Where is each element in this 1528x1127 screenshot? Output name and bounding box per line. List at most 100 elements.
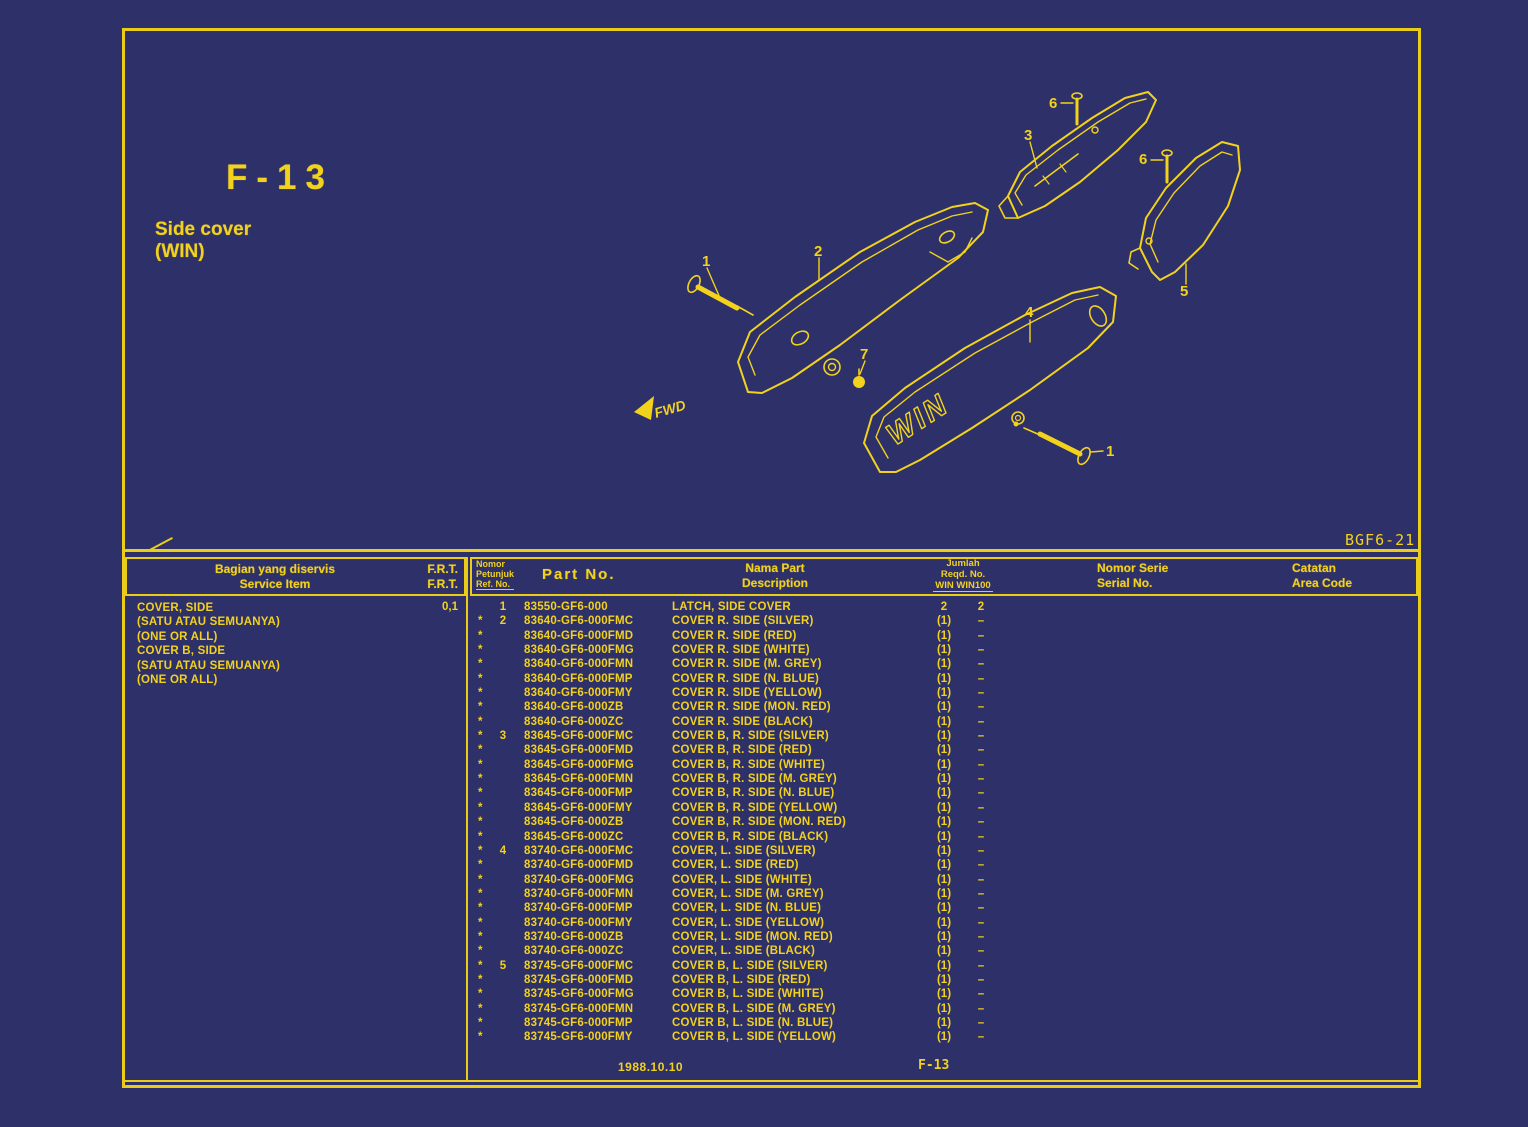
part-row-part: 83740-GF6-000FMG [524,873,634,886]
part-row-desc: COVER B, L. SIDE (M. GREY) [672,1002,836,1015]
part-row-win: (1) [936,930,952,943]
part-row-part: 83740-GF6-000FMY [524,916,633,929]
part-row-star: * [478,916,483,929]
part-row-part: 83745-GF6-000FMD [524,973,634,986]
footer-date: 1988.10.10 [618,1060,684,1074]
part-row-part: 83645-GF6-000FMG [524,758,634,771]
part-row-desc: COVER B, L. SIDE (WHITE) [672,988,824,1001]
part-row-win100: – [977,701,985,714]
part-row-star: * [478,644,483,657]
serial-no-header: Nomor Serie Serial No. [1097,561,1168,591]
doc-ref: BGF6-21 [1345,531,1416,549]
service-item-list: COVER, SIDE (SATU ATAU SEMUANYA) (ONE OR… [137,601,280,687]
part-row-part: 83740-GF6-000FMN [524,887,634,900]
part-row-part: 83740-GF6-000FMP [524,902,633,915]
exploded-parts-diagram: WIN [634,91,1241,473]
part-row-star: * [478,930,483,943]
callout-1a: 1 [702,253,710,270]
part-row-ref: 4 [499,844,507,857]
part-row-win100: – [977,615,985,628]
part-row-star: * [478,744,483,757]
part-row-win100: – [977,945,985,958]
part-row-star: * [478,730,483,743]
part-row-win100: – [977,658,985,671]
part-row-win: (1) [936,816,952,829]
part-row-desc: COVER B, R. SIDE (M. GREY) [672,773,837,786]
page-border [122,28,1421,1088]
part-row-win: (1) [936,801,952,814]
part-row-win100: – [977,629,985,642]
part-row-win100: – [977,1002,985,1015]
part-row-star: * [478,701,483,714]
service-item-header-en: Service Item [239,577,311,591]
part-row-ref: 5 [499,959,507,972]
part-row-win100: – [977,758,985,771]
part-row-star: * [478,687,483,700]
part-row-win100: – [977,988,985,1001]
part-row-win: (1) [936,873,952,886]
cover-left-side-part: WIN [863,286,1117,473]
part-row-win: (1) [936,859,952,872]
service-item-line: (SATU ATAU SEMUANYA) [137,616,281,629]
figure-code-title: F-13 [226,158,334,197]
service-item-line: COVER, SIDE [137,602,214,614]
part-row-star: * [478,945,483,958]
part-row-desc: COVER R. SIDE (M. GREY) [672,658,822,671]
part-row-win: (1) [936,715,952,728]
description-header: Nama Part Description [662,561,888,591]
service-item-header: Bagian yang diservis Service Item [140,562,410,592]
part-row-win: (1) [936,658,952,671]
part-row-star: * [478,801,483,814]
part-row-part: 83740-GF6-000FMD [524,859,634,872]
part-row-desc: COVER B, R. SIDE (RED) [672,744,812,757]
part-row-win: (1) [936,629,952,642]
part-row-part: 83640-GF6-000ZB [524,701,624,714]
part-row-win: (1) [936,830,952,843]
cover-b-left-side-part [1128,141,1241,281]
table-bottom-line [122,1080,1421,1082]
frt-header-line1: F.R.T. [427,562,458,576]
part-row-part: 83745-GF6-000FMP [524,1016,633,1029]
part-row-win100: – [977,730,985,743]
part-row-win100: – [977,644,985,657]
part-row-win100: – [977,887,985,900]
part-row-part: 83645-GF6-000FMY [524,801,633,814]
part-row-star: * [478,844,483,857]
part-row-win: (1) [936,1002,952,1015]
panel-divider [466,557,468,1082]
part-row-part: 83640-GF6-000FMP [524,672,633,685]
service-item-line: (SATU ATAU SEMUANYA) [137,659,281,672]
part-row-win: 2 [940,601,948,613]
part-row-part: 83640-GF6-000FMC [524,615,634,628]
part-row-desc: COVER R. SIDE (WHITE) [672,644,810,657]
cover-b-right-side-part [998,91,1157,219]
frt-header: F.R.T. F.R.T. [380,562,458,592]
part-row-desc: COVER B, L. SIDE (SILVER) [672,959,828,972]
part-row-win: (1) [936,672,952,685]
part-row-star: * [478,773,483,786]
part-row-desc: COVER, L. SIDE (BLACK) [672,945,816,958]
ref-no-header-line3: Ref. No. [476,579,515,590]
part-row-part: 83645-GF6-000ZB [524,816,624,829]
part-row-desc: COVER R. SIDE (MON. RED) [672,701,831,714]
part-row-win: (1) [936,1031,952,1044]
part-row-desc: COVER B, R. SIDE (BLACK) [672,830,829,843]
part-row-win: (1) [936,773,952,786]
part-row-desc: COVER R. SIDE (SILVER) [672,615,814,628]
part-row-part: 83745-GF6-000FMN [524,1002,634,1015]
part-row-win100: – [977,959,985,972]
cover-right-side-part [737,202,989,394]
part-row-win: (1) [936,902,952,915]
